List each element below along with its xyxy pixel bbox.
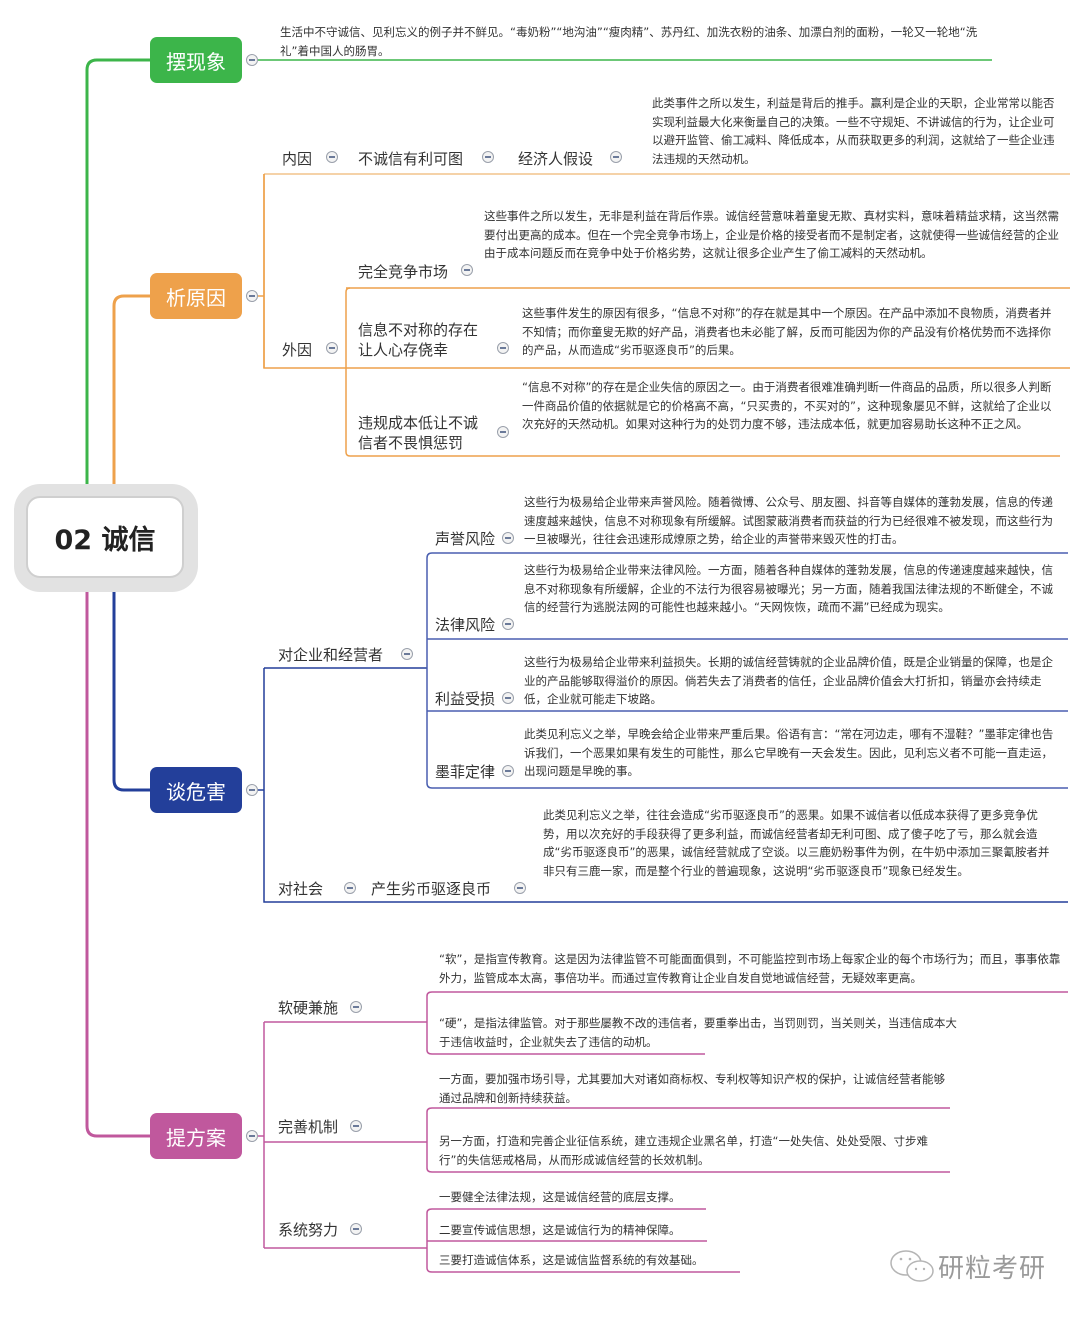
collapse-icon[interactable] [246, 290, 258, 302]
internal-cause-label: 内因 [282, 150, 313, 168]
harm-item-label: 墨菲定律 [435, 763, 496, 781]
internal-subsub-label: 经济人假设 [518, 150, 594, 168]
collapse-icon[interactable] [350, 1223, 362, 1235]
solution-text: 二要宣传诚信思想，这是诚信行为的精神保障。 [439, 1223, 681, 1237]
collapse-icon[interactable] [502, 692, 514, 704]
harm-item-label: 利益受损 [435, 690, 496, 708]
label-line: 信息不对称的存在 [358, 321, 479, 339]
harm-item-text: 这些行为极易给企业带来利益损失。长期的诚信经营铸就的企业品牌价值，既是企业销量的… [524, 655, 1053, 706]
collapse-icon[interactable] [246, 54, 258, 66]
external-item-label: 违规成本低让不诚信者不畏惧惩罚 [358, 413, 478, 453]
branch-phenomenon-label: 摆现象 [166, 49, 226, 74]
collapse-icon[interactable] [497, 426, 509, 438]
branch-harms-label: 谈危害 [166, 779, 226, 804]
solution-text: 一方面，要加强市场引导，尤其要加大对诸如商标权、专利权等知识产权的保护，让诚信经… [439, 1072, 945, 1105]
branch-causes[interactable]: 析原因 [150, 273, 242, 319]
collapse-icon[interactable] [497, 342, 509, 354]
collapse-icon[interactable] [502, 618, 514, 630]
collapse-icon[interactable] [502, 532, 514, 544]
enterprise-label: 对企业和经营者 [278, 646, 384, 664]
connector-phenomenon [85, 58, 150, 484]
collapse-icon[interactable] [610, 151, 622, 163]
collapse-icon[interactable] [326, 342, 338, 354]
collapse-icon[interactable] [326, 151, 338, 163]
branch-solutions[interactable]: 提方案 [150, 1113, 242, 1159]
society-sub-label: 产生劣币驱逐良币 [371, 880, 492, 898]
harm-item-text: 此类见利忘义之举，早晚会给企业带来严重后果。俗语有言：“常在河边走，哪有不湿鞋？… [524, 727, 1054, 778]
external-item-text: 这些事件之所以发生，无非是利益在背后作祟。诚信经营意味着童叟无欺、真材实料，意味… [484, 209, 1059, 260]
branch-phenomenon[interactable]: 摆现象 [150, 37, 242, 83]
collapse-icon[interactable] [246, 1130, 258, 1142]
wechat-icon [890, 1249, 934, 1282]
collapse-icon[interactable] [350, 1001, 362, 1013]
solution-label: 软硬兼施 [278, 999, 339, 1017]
branch-solutions-label: 提方案 [166, 1125, 226, 1150]
collapse-icon[interactable] [514, 882, 526, 894]
branch-causes-label: 析原因 [166, 285, 226, 310]
phenomenon-text: 生活中不守诚信、见利忘义的例子并不鲜见。“毒奶粉”“地沟油”“瘦肉精”、苏丹红、… [280, 25, 978, 58]
label-line: 信者不畏惧惩罚 [358, 434, 464, 452]
society-label: 对社会 [278, 880, 324, 898]
label-line: 让人心存侥幸 [358, 341, 449, 359]
connector-harms [112, 592, 150, 792]
root-node[interactable]: 02 诚信 [26, 496, 184, 578]
collapse-icon[interactable] [461, 264, 473, 276]
external-item-label: 完全竞争市场 [358, 263, 449, 281]
external-cause-label: 外因 [282, 341, 313, 359]
collapse-icon[interactable] [350, 1120, 362, 1132]
solution-text: 另一方面，打造和完善企业征信系统，建立违规企业黑名单，打造“一处失信、处处受限、… [439, 1134, 928, 1167]
internal-text: 此类事件之所以发生，利益是背后的推手。赢利是企业的天职，企业常常以能否实现利益最… [652, 96, 1055, 166]
solution-label: 系统努力 [278, 1221, 339, 1239]
watermark-text: 研粒考研 [938, 1254, 1047, 1284]
watermark: 研粒考研 [888, 1248, 1046, 1285]
harm-item-text: 这些行为极易给企业带来法律风险。一方面，随着各种自媒体的蓬勃发展，信息的传递速度… [524, 563, 1053, 614]
harm-item-label: 声誉风险 [435, 530, 496, 548]
external-item-label: 信息不对称的存在让人心存侥幸 [358, 320, 478, 360]
external-item-text: 这些事件发生的原因有很多，“信息不对称”的存在就是其中一个原因。在产品中添加不良… [522, 306, 1052, 357]
internal-sub-label: 不诚信有利可图 [358, 150, 464, 168]
collapse-icon[interactable] [502, 765, 514, 777]
solution-text: 三要打造诚信体系，这是诚信监督系统的有效基础。 [439, 1253, 704, 1267]
harm-item-label: 法律风险 [435, 616, 496, 634]
label-line: 违规成本低让不诚 [358, 414, 479, 432]
root-title: 02 诚信 [54, 524, 156, 556]
society-text: 此类见利忘义之举，往往会造成“劣币驱逐良币”的恶果。如果不诚信者以低成本获得了更… [543, 808, 1050, 878]
solution-text: 一要健全法律法规，这是诚信经营的底层支撑。 [439, 1190, 681, 1204]
solution-label: 完善机制 [278, 1118, 339, 1136]
collapse-icon[interactable] [482, 151, 494, 163]
solution-text: “硬”，是指法律监管。对于那些屡教不改的违信者，要重拳出击，当罚则罚，当关则关，… [439, 1016, 957, 1049]
collapse-icon[interactable] [246, 784, 258, 796]
connector-causes [112, 294, 150, 484]
connector-solutions [85, 592, 150, 1138]
solution-text: “软”，是指宣传教育。这是因为法律监管不可能面面俱到，不可能监控到市场上每家企业… [439, 952, 1061, 985]
external-item-text: “信息不对称”的存在是企业失信的原因之一。由于消费者很难准确判断一件商品的品质，… [522, 380, 1052, 431]
collapse-icon[interactable] [344, 882, 356, 894]
harm-item-text: 这些行为极易给企业带来声誉风险。随着微博、公众号、朋友圈、抖音等自媒体的蓬勃发展… [524, 495, 1053, 546]
branch-harms[interactable]: 谈危害 [150, 767, 242, 813]
collapse-icon[interactable] [401, 648, 413, 660]
